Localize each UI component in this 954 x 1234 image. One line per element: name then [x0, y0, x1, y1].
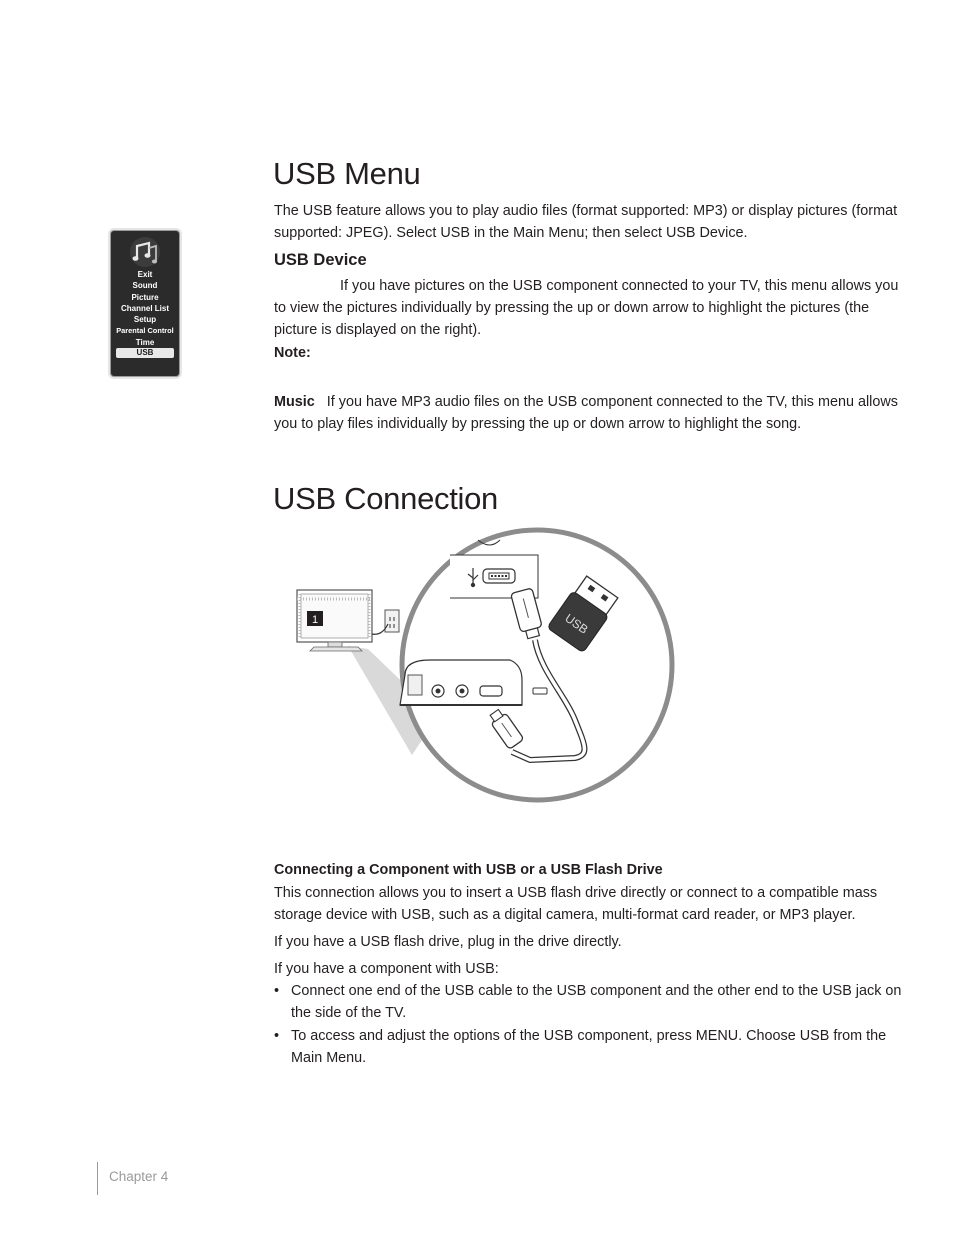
bullet-text: Connect one end of the USB cable to the …	[291, 983, 902, 1021]
music-text: If you have MP3 audio files on the USB c…	[274, 394, 898, 432]
connection-bullet-list: • Connect one end of the USB cable to th…	[274, 980, 914, 1070]
connection-para-3: If you have a component with USB:	[274, 961, 499, 977]
music-note-icon	[130, 237, 160, 267]
usb-component-device	[399, 659, 548, 706]
usb-connection-diagram: 1	[296, 527, 675, 803]
usb-cable-plug-bottom	[489, 708, 524, 749]
wall-outlet	[371, 609, 400, 635]
menu-item-exit[interactable]: Exit	[137, 270, 153, 279]
bullet-marker: •	[274, 1028, 280, 1044]
page-title-usb-menu: USB Menu	[273, 156, 421, 191]
connection-para-2: If you have a USB flash drive, plug in t…	[274, 934, 622, 950]
usb-menu-intro: The USB feature allows you to play audio…	[274, 203, 898, 241]
menu-item-time[interactable]: Time	[135, 337, 155, 347]
list-item: • To access and adjust the options of th…	[274, 1025, 914, 1069]
bullet-text: To access and adjust the options of the …	[291, 1028, 887, 1066]
menu-item-usb[interactable]: USB	[116, 348, 174, 359]
music-paragraph: Music If you have MP3 audio files on the…	[274, 391, 914, 435]
list-item: • Connect one end of the USB cable to th…	[274, 980, 914, 1024]
callout-number: 1	[312, 614, 318, 626]
usb-device-heading: USB Device	[274, 251, 367, 269]
connection-para-1: This connection allows you to insert a U…	[274, 885, 878, 923]
menu-item-channel-list[interactable]: Channel List	[120, 303, 169, 313]
tv-side-panel	[450, 539, 539, 599]
usb-flash-drive: USB	[548, 575, 619, 652]
callout-badge	[307, 611, 323, 626]
menu-item-parental-control[interactable]: Parental Control	[116, 326, 174, 336]
usb-side-menu: Exit Sound Picture Channel List Setup Pa…	[110, 230, 180, 377]
page-title-usb-connection: USB Connection	[273, 481, 498, 516]
bullet-marker: •	[274, 983, 280, 999]
usb-cable-plug-top	[510, 588, 542, 640]
footer-divider	[97, 1162, 98, 1195]
menu-item-sound[interactable]: Sound	[132, 281, 158, 291]
connecting-heading: Connecting a Component with USB or a USB…	[274, 862, 663, 878]
note-label: Note:	[274, 345, 311, 361]
music-label: Music	[274, 394, 315, 410]
menu-item-setup[interactable]: Setup	[133, 315, 157, 325]
usb-symbol-icon	[467, 568, 479, 588]
footer-chapter: Chapter 4	[109, 1169, 169, 1184]
menu-item-picture[interactable]: Picture	[131, 292, 159, 302]
tv-thumbnail: 1	[296, 589, 373, 652]
usb-device-text: If you have pictures on the USB componen…	[274, 278, 899, 338]
side-menu-list: Exit Sound Picture Channel List Setup Pa…	[111, 269, 179, 359]
